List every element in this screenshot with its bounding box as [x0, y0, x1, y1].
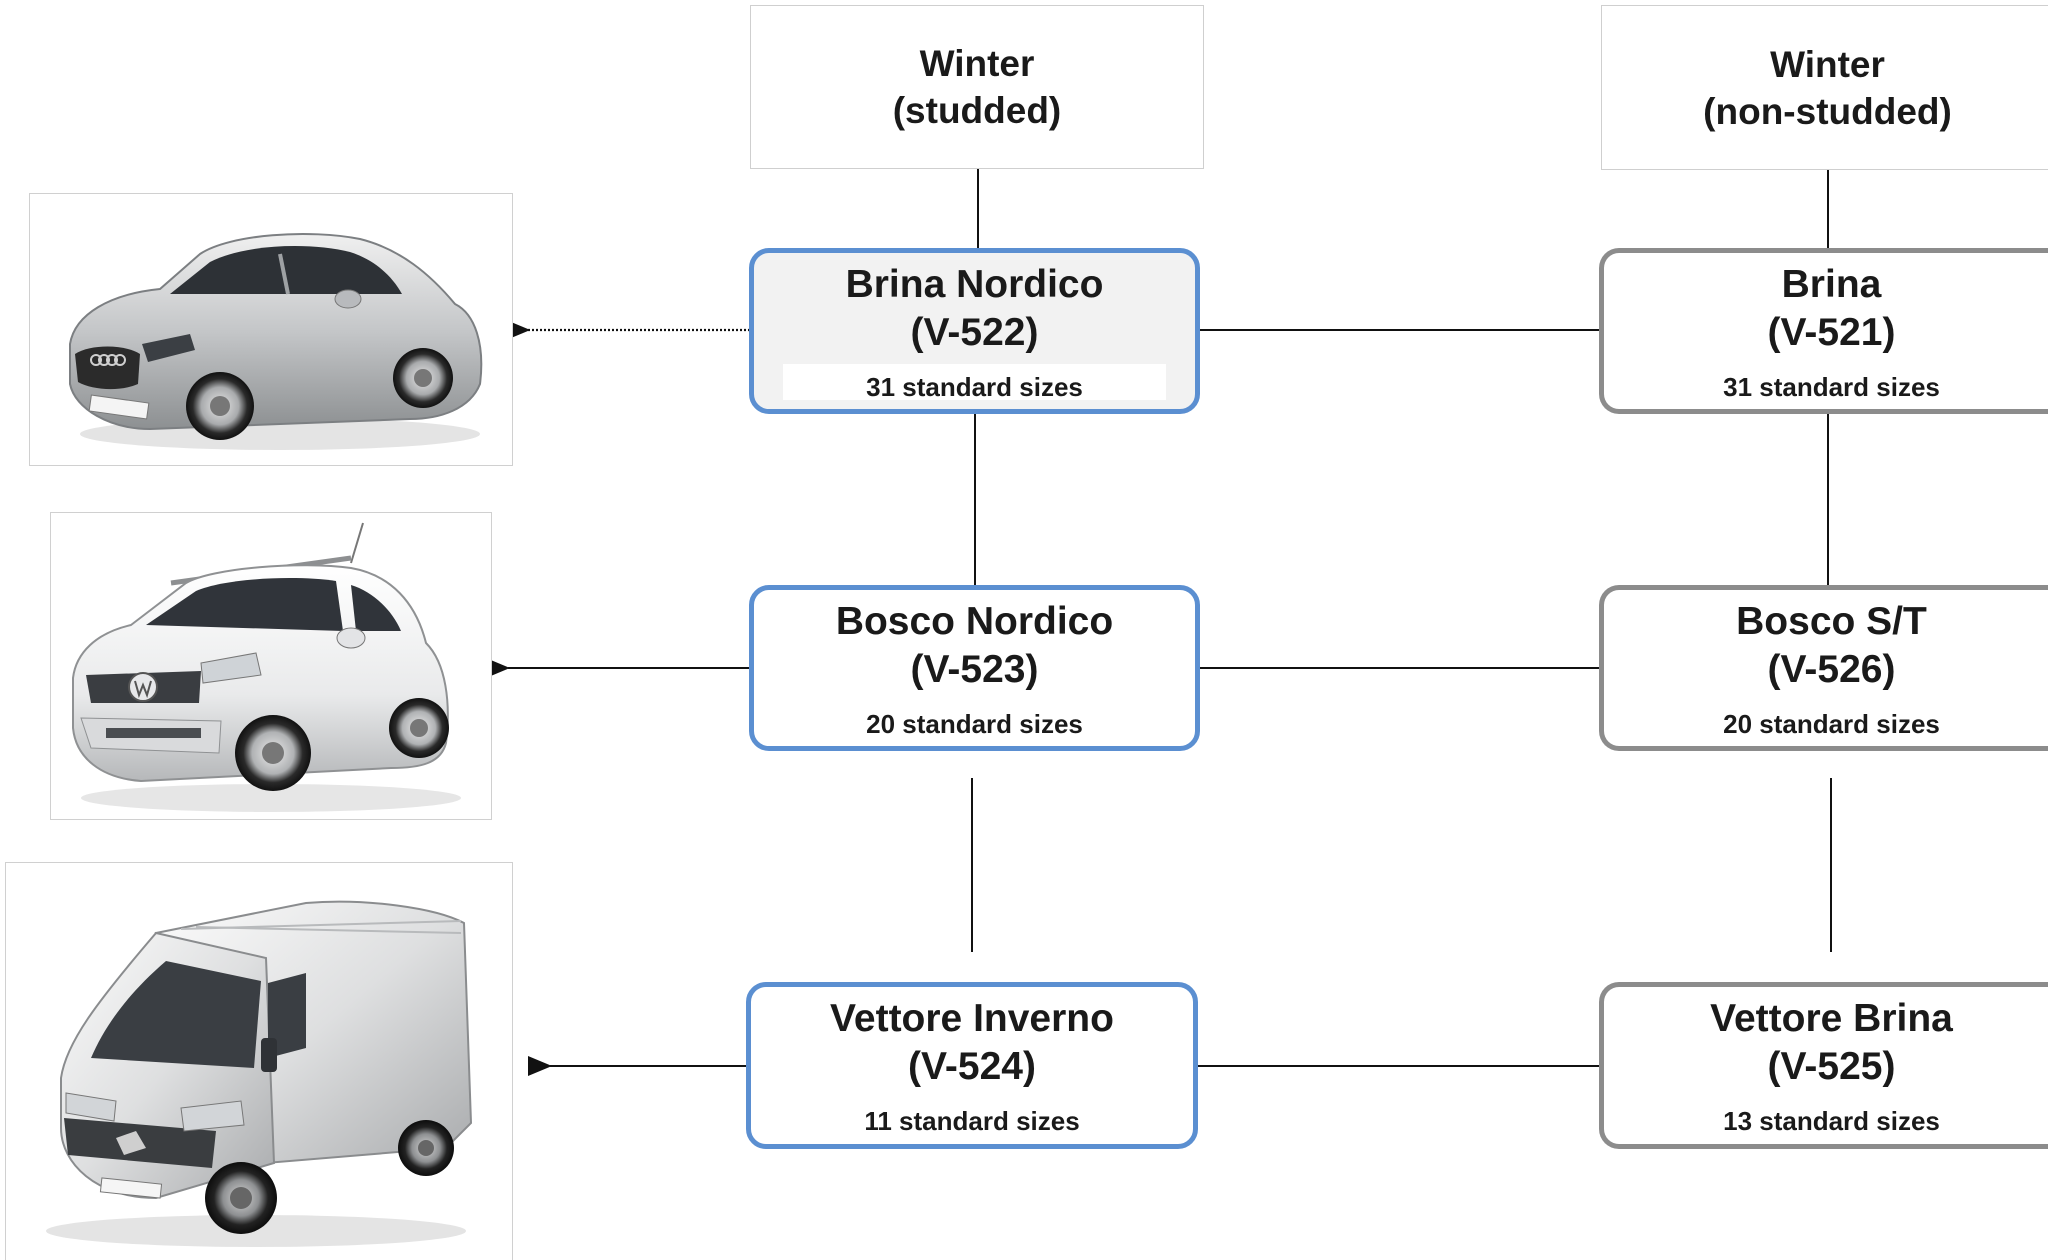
tire-sizes: 13 standard sizes	[1723, 1106, 1940, 1136]
tire-name: Vettore Brina	[1710, 997, 1953, 1040]
tire-sizes: 20 standard sizes	[866, 709, 1083, 739]
tire-name: Bosco Nordico	[835, 600, 1114, 643]
tire-code: (V-525)	[1767, 1045, 1896, 1088]
tire-node-vettore-brina[interactable]: Vettore Brina (V-525) 13 standard sizes	[1599, 982, 2048, 1149]
column-header-line1: Winter	[919, 43, 1035, 84]
tire-code: (V-522)	[910, 311, 1039, 354]
tire-name: Vettore Inverno	[830, 997, 1114, 1040]
tire-code: (V-521)	[1767, 311, 1896, 354]
column-header-line1: Winter	[1770, 43, 1885, 85]
vehicle-photo-coupe	[29, 193, 513, 466]
tire-code: (V-524)	[908, 1045, 1036, 1088]
tire-sizes: 31 standard sizes	[1723, 372, 1940, 402]
white-van-icon	[46, 900, 473, 1247]
tire-node-bosco-st[interactable]: Bosco S/T (V-526) 20 standard sizes	[1599, 585, 2048, 751]
tire-node-bosco-nordico[interactable]: Bosco Nordico (V-523) 20 standard sizes	[749, 585, 1200, 751]
vehicle-photo-suv	[50, 512, 492, 820]
tire-node-vettore-inverno[interactable]: Vettore Inverno (V-524) 11 standard size…	[746, 982, 1198, 1149]
tire-node-brina-nordico[interactable]: Brina Nordico (V-522) 31 standard sizes	[749, 248, 1200, 414]
column-header-studded: Winter (studded)	[750, 5, 1204, 169]
column-header-line2: (studded)	[892, 90, 1062, 131]
tire-node-brina[interactable]: Brina (V-521) 31 standard sizes	[1599, 248, 2048, 414]
tire-name: Bosco S/T	[1736, 600, 1927, 643]
white-suv-icon	[72, 522, 461, 812]
vehicle-photo-van	[5, 862, 513, 1260]
tire-name: Brina	[1781, 263, 1882, 306]
tire-name: Brina Nordico	[845, 263, 1104, 306]
column-header-non-studded: Winter (non-studded)	[1601, 5, 2048, 170]
tire-code: (V-523)	[910, 648, 1039, 691]
tire-code: (V-526)	[1767, 648, 1896, 691]
silver-coupe-icon	[69, 233, 483, 450]
tire-sizes: 20 standard sizes	[1723, 709, 1940, 739]
tire-sizes: 11 standard sizes	[864, 1106, 1080, 1136]
column-header-line2: (non-studded)	[1703, 90, 1952, 132]
tire-sizes: 31 standard sizes	[783, 364, 1166, 402]
